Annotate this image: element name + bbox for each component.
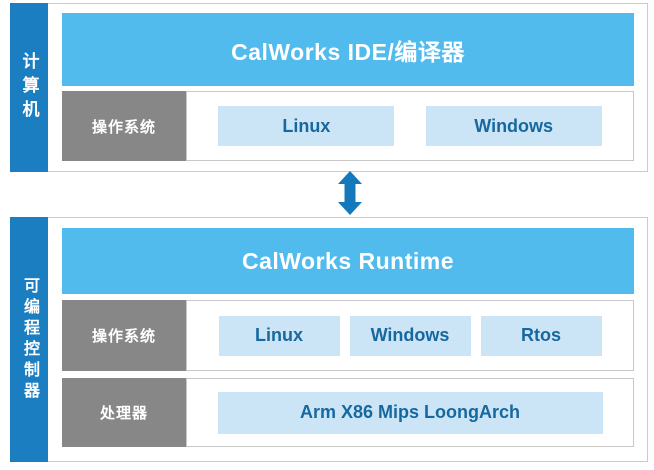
- ide-compiler-header-label: CalWorks IDE/编译器: [231, 38, 465, 65]
- computer-os-row: 操作系统 Linux Windows: [62, 91, 634, 161]
- computer-os-row-label: 操作系统: [62, 91, 186, 161]
- runtime-header: CalWorks Runtime: [62, 228, 634, 294]
- os-chip-rtos: Rtos: [480, 315, 602, 356]
- computer-content: CalWorks IDE/编译器 操作系统 Linux Windows: [62, 4, 634, 171]
- computer-os-items: Linux Windows: [186, 91, 634, 161]
- os-chip-windows: Windows: [349, 315, 471, 356]
- os-chip-linux: Linux: [218, 106, 395, 146]
- computer-block: 计算机 CalWorks IDE/编译器 操作系统 Linux Windows: [10, 3, 648, 172]
- controller-content: CalWorks Runtime 操作系统 Linux Windows Rtos…: [62, 218, 634, 461]
- os-chip-windows: Windows: [425, 106, 602, 146]
- controller-processor-row: 处理器 Arm X86 Mips LoongArch: [62, 378, 634, 447]
- controller-processor-row-label: 处理器: [62, 378, 186, 447]
- controller-processor-items: Arm X86 Mips LoongArch: [186, 378, 634, 447]
- controller-os-row: 操作系统 Linux Windows Rtos: [62, 300, 634, 371]
- computer-side-rail: 计算机: [10, 3, 48, 172]
- processor-chip-arm-x86-mips-loongarch: Arm X86 Mips LoongArch: [217, 391, 603, 434]
- double-vertical-arrow-icon: [337, 171, 363, 215]
- computer-side-rail-label: 计算机: [19, 51, 39, 124]
- os-chip-linux: Linux: [218, 315, 340, 356]
- controller-side-rail: 可编程控制器: [10, 217, 48, 462]
- controller-os-row-label: 操作系统: [62, 300, 186, 371]
- runtime-header-label: CalWorks Runtime: [241, 247, 455, 274]
- controller-side-rail-label: 可编程控制器: [21, 276, 38, 403]
- ide-compiler-header: CalWorks IDE/编译器: [62, 13, 634, 86]
- controller-os-items: Linux Windows Rtos: [186, 300, 634, 371]
- controller-block: 可编程控制器 CalWorks Runtime 操作系统 Linux Windo…: [10, 217, 648, 462]
